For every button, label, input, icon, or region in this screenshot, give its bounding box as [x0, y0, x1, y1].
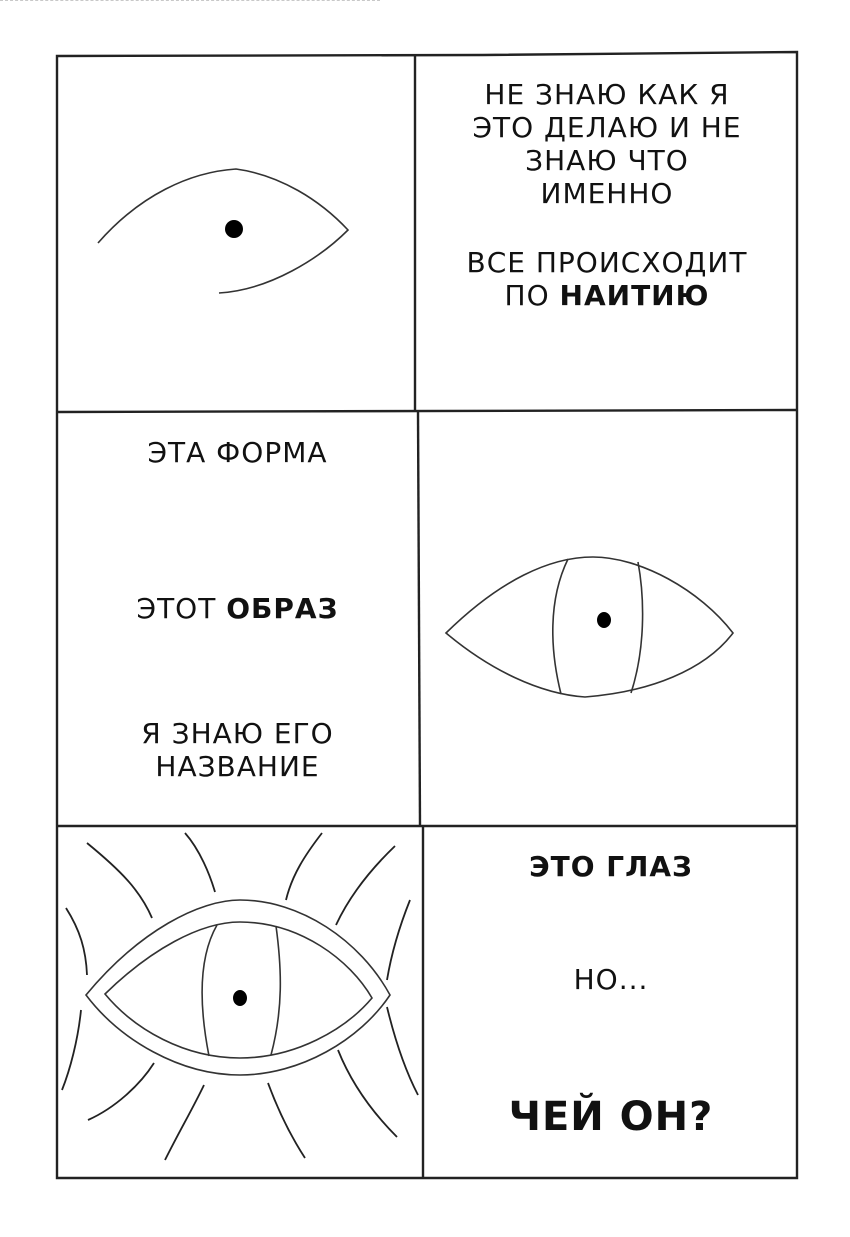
caption-emphasis: ОБРАЗ	[226, 592, 339, 625]
caption-line: ЭТО ДЕЛАЮ И НЕ	[472, 111, 742, 144]
caption-line: ПО НАИТИЮ	[418, 279, 796, 312]
radiating-lines	[61, 832, 419, 1161]
caption-line: ЭТО ГЛАЗ	[529, 850, 693, 883]
caption-text: ПО	[504, 279, 560, 312]
caption-line: ЭТА ФОРМА	[147, 436, 328, 469]
pupil-dot-2	[597, 612, 611, 628]
caption-text: ЭТОТ	[136, 592, 227, 625]
spacer	[418, 210, 796, 246]
caption-punchline: ЧЕЙ ОН?	[508, 1094, 714, 1140]
radiant-eye-icon	[84, 899, 391, 1076]
caption-line: Я ЗНАЮ ЕГО	[141, 717, 334, 750]
pupil-dot-1	[225, 220, 243, 238]
partial-eye-icon	[97, 168, 350, 294]
caption-line: НО...	[573, 963, 649, 996]
panel-6-caption: ЭТО ГЛАЗ НО... ЧЕЙ ОН?	[425, 850, 797, 1140]
caption-line: ЭТОТ ОБРАЗ	[60, 592, 415, 625]
caption-line: ИМЕННО	[540, 177, 674, 210]
caption-line: ЗНАЮ ЧТО	[525, 144, 689, 177]
pupil-dot-3	[233, 990, 247, 1006]
panel-3-caption: ЭТА ФОРМА ЭТОТ ОБРАЗ Я ЗНАЮ ЕГО НАЗВАНИЕ	[60, 436, 415, 783]
panel-grid	[55, 50, 799, 1180]
panel-2-caption: НЕ ЗНАЮ КАК Я ЭТО ДЕЛАЮ И НЕ ЗНАЮ ЧТО ИМ…	[418, 78, 796, 312]
caption-line: НЕ ЗНАЮ КАК Я	[484, 78, 730, 111]
paper-edge-dashes	[0, 0, 380, 3]
caption-emphasis: НАИТИЮ	[559, 279, 710, 312]
caption-line: НАЗВАНИЕ	[155, 750, 320, 783]
iris-eye-icon	[444, 556, 735, 698]
caption-line: ВСЕ ПРОИСХОДИТ	[466, 246, 748, 279]
